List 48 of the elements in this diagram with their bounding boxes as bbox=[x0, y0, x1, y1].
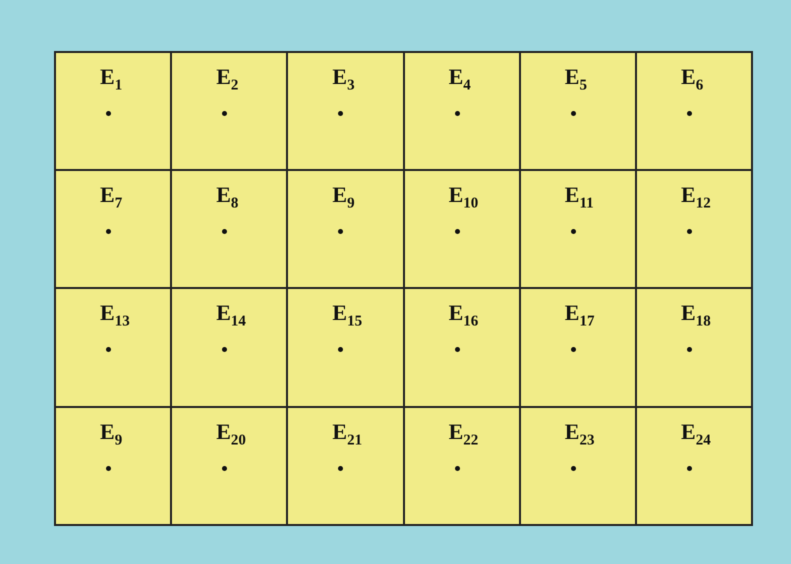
element-label: E$_{21}$ bbox=[332, 420, 362, 450]
element-label: E$_{5}$ bbox=[564, 65, 587, 96]
element-label: E$_{13}$ bbox=[100, 301, 130, 332]
element-label: E$_{24}$ bbox=[681, 420, 711, 450]
element-label: E$_{23}$ bbox=[564, 420, 594, 450]
element-label: E$_{16}$ bbox=[448, 301, 478, 332]
element-label: E$_{22}$ bbox=[448, 420, 478, 450]
grid-cell bbox=[55, 406, 172, 525]
grid-cell bbox=[171, 288, 288, 407]
element-label: E$_{2}$ bbox=[216, 65, 238, 96]
grid-cell bbox=[636, 52, 752, 170]
grid-cell bbox=[171, 170, 288, 288]
grid-cell bbox=[55, 52, 172, 170]
grid-cell bbox=[287, 406, 404, 525]
grid-cell bbox=[520, 406, 636, 525]
grid-cell bbox=[520, 52, 636, 170]
grid-cell bbox=[404, 52, 520, 170]
element-label: E$_{1}$ bbox=[100, 65, 122, 96]
element-label: E$_{20}$ bbox=[216, 420, 246, 450]
element-label: E$_{6}$ bbox=[681, 65, 704, 96]
grid-cell bbox=[404, 406, 520, 525]
element-label: E$_{14}$ bbox=[216, 301, 246, 332]
grid-cell bbox=[636, 288, 752, 407]
element-label: E$_{17}$ bbox=[564, 301, 594, 332]
grid-cell bbox=[636, 170, 752, 288]
element-label: E$_{15}$ bbox=[332, 301, 362, 332]
grid-cell bbox=[171, 52, 288, 170]
element-label: E$_{8}$ bbox=[216, 183, 238, 214]
element-label: E$_{3}$ bbox=[332, 65, 355, 96]
element-label: E$_{12}$ bbox=[681, 183, 711, 214]
grid-cell bbox=[404, 170, 520, 288]
grid-cell bbox=[636, 406, 752, 525]
grid-cell bbox=[404, 288, 520, 407]
element-label: E$_{10}$ bbox=[448, 183, 478, 214]
element-label: E$_{18}$ bbox=[681, 301, 711, 332]
element-label: E$_{11}$ bbox=[564, 183, 594, 214]
element-label: E$_{9}$ bbox=[332, 183, 355, 214]
element-label: E$_{4}$ bbox=[448, 65, 471, 96]
grid-cell bbox=[520, 170, 636, 288]
grid-cell bbox=[171, 406, 288, 525]
grid-cell bbox=[287, 288, 404, 407]
grid-cell bbox=[520, 288, 636, 407]
element-label: E$_{9}$ bbox=[100, 420, 122, 450]
grid-cell bbox=[55, 288, 172, 407]
grid-cell bbox=[287, 170, 404, 288]
grid-cell bbox=[287, 52, 404, 170]
grid-cell bbox=[55, 170, 172, 288]
element-label: E$_{7}$ bbox=[100, 183, 122, 214]
